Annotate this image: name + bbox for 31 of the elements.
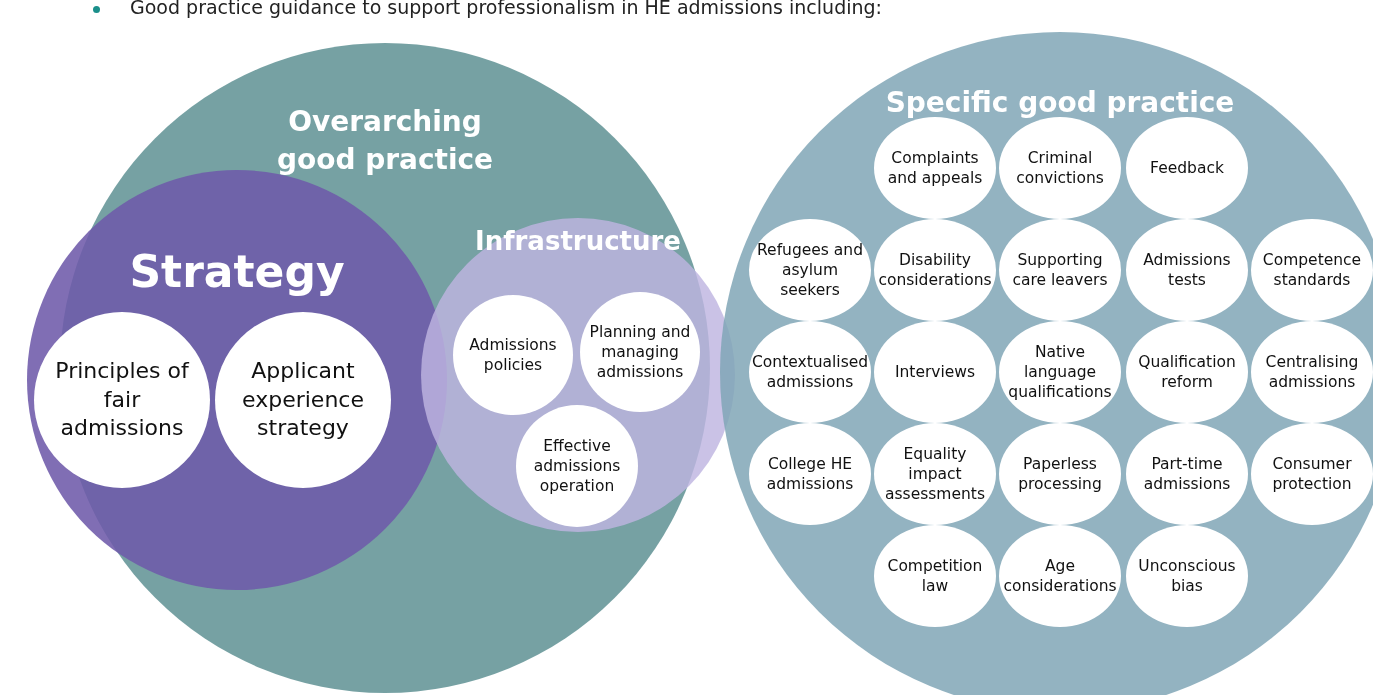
- circle-title: Overarching good practice: [275, 104, 495, 178]
- circle-title: Strategy: [128, 245, 346, 299]
- topic-label: Centralising admissions: [1264, 351, 1360, 393]
- topic-label: Criminal convictions: [1015, 147, 1105, 189]
- topic-label: Admissions tests: [1142, 249, 1232, 291]
- topic-label: Effective admissions operation: [532, 435, 622, 497]
- topic-label: College HE admissions: [765, 453, 855, 495]
- topic-label: Unconscious bias: [1137, 555, 1237, 597]
- topic-label: Paperless processing: [1017, 453, 1103, 495]
- topic-label: Admissions policies: [468, 334, 558, 376]
- topic-label: Consumer protection: [1271, 453, 1353, 495]
- topic-label: Equality impact assessments: [884, 443, 986, 505]
- topic-label: Disability considerations: [877, 249, 993, 291]
- circle-title: Specific good practice: [884, 85, 1236, 121]
- topic-label: Interviews: [894, 361, 976, 383]
- topic-label: Feedback: [1150, 157, 1224, 179]
- topic-label: Refugees and asylum seekers: [756, 239, 864, 301]
- topic-label: Planning and managing admissions: [588, 321, 692, 383]
- topic-label: Principles of fair admissions: [54, 357, 191, 443]
- circle-title: Infrastructure: [474, 225, 682, 258]
- topic-label: Complaints and appeals: [886, 147, 984, 189]
- topic-label: Qualification reform: [1137, 351, 1237, 393]
- topic-label: Part-time admissions: [1142, 453, 1232, 495]
- topic-label: Competition law: [886, 555, 984, 597]
- topic-label: Native language qualifications: [1007, 341, 1113, 403]
- topic-label: Applicant experience strategy: [241, 357, 365, 443]
- topic-label: Contextualised admissions: [752, 351, 868, 393]
- topic-label: Age considerations: [1002, 555, 1118, 597]
- topic-label: Competence standards: [1261, 249, 1363, 291]
- heading: Good practice guidance to support professionalism in HE admissions including:: [130, 0, 882, 18]
- topic-label: Supporting care leavers: [1011, 249, 1109, 291]
